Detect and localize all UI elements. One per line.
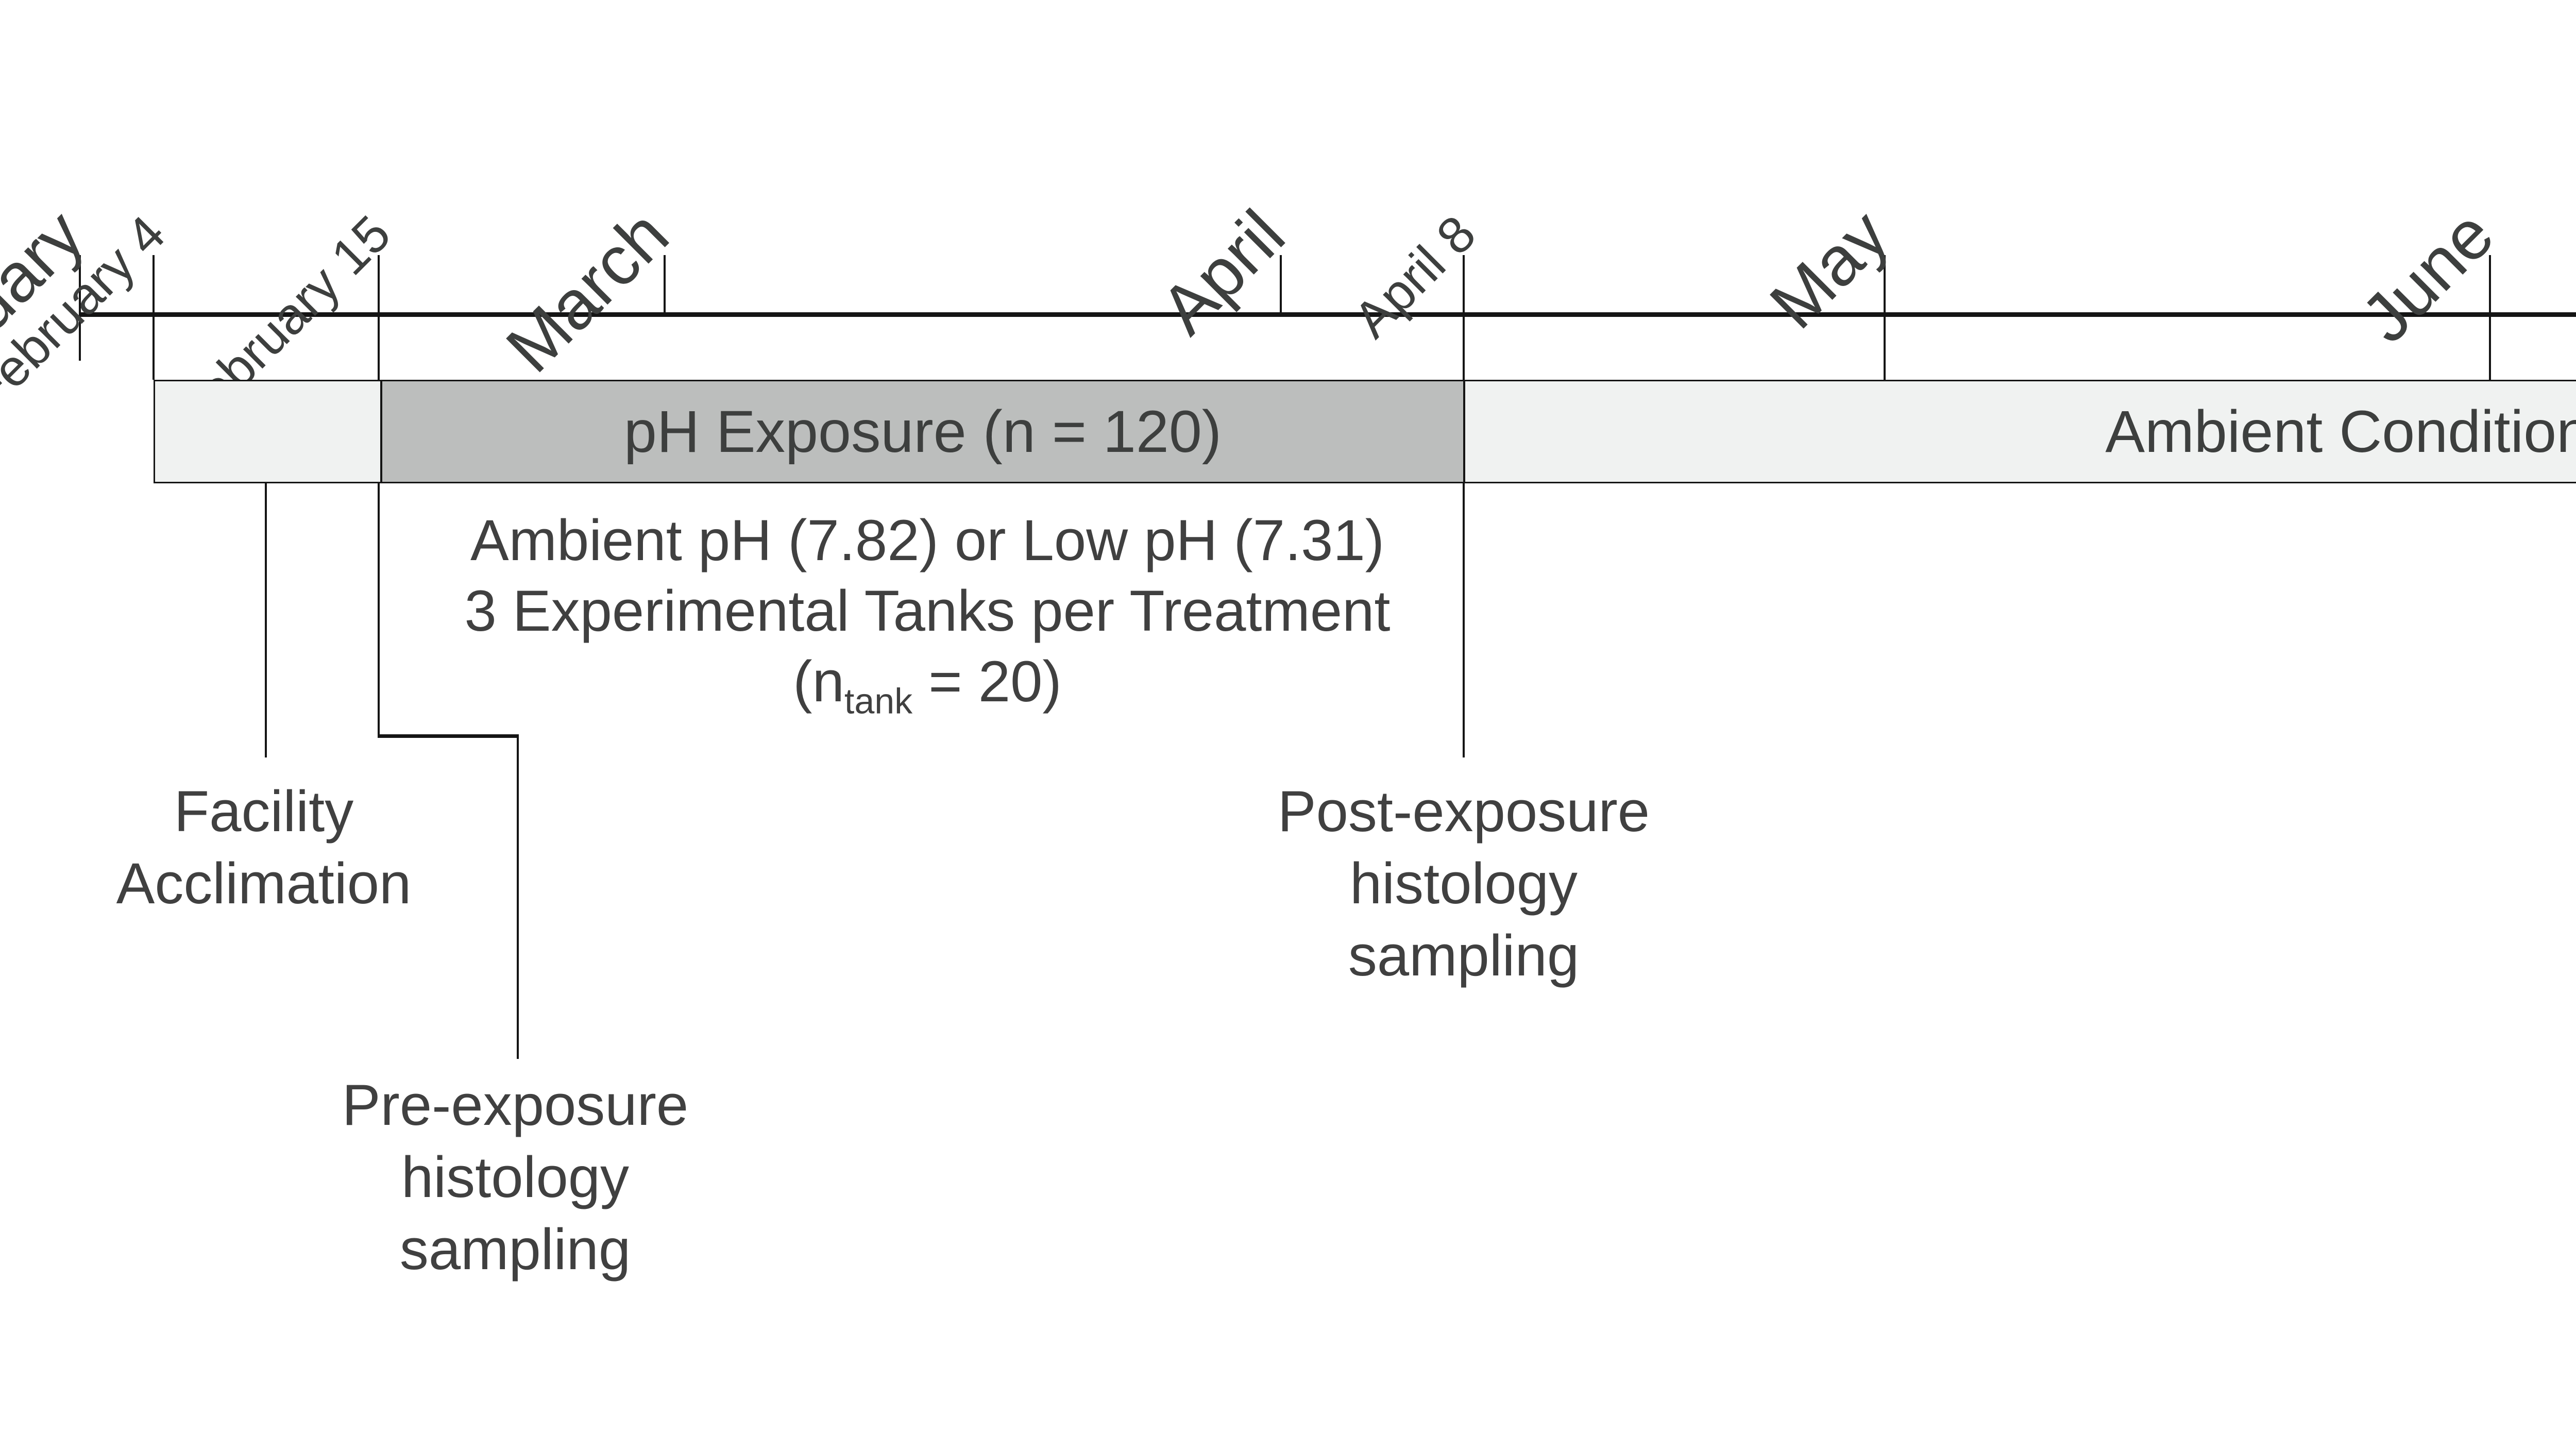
- post-exposure-histology-sampling-label: Post-exposure histology sampling: [1278, 776, 1650, 992]
- treatment-bar: pH Exposure (n = 120)Ambient Conditions: [154, 380, 2576, 483]
- pre-exposure-histology-sampling-line-1: [378, 483, 380, 736]
- post-exposure-histology-sampling-label-line: Post-exposure: [1277, 779, 1650, 844]
- pre-exposure-histology-sampling-label-line: Pre-exposure: [342, 1073, 689, 1137]
- facility-acclimation-label-line: Facility: [174, 779, 354, 844]
- pre-exposure-histology-sampling-line-2: [378, 734, 519, 738]
- pre-exposure-histology-sampling-line-3: [517, 736, 519, 1059]
- month-label-march: March: [491, 195, 683, 387]
- date-tick-february-15: [378, 255, 380, 380]
- date-tick-february-4: [152, 255, 155, 380]
- month-label-april: April: [1145, 195, 1299, 349]
- pre-exposure-histology-sampling-label: Pre-exposure histology sampling: [342, 1069, 688, 1286]
- annotation-ntank-open: (n: [793, 649, 844, 714]
- date-tick-april-8: [1463, 255, 1465, 380]
- pre-exposure-histology-sampling-label-line: histology: [401, 1145, 630, 1209]
- month-tick-march: [664, 255, 666, 317]
- post-exposure-histology-sampling-line-1: [1463, 483, 1465, 757]
- facility-acclimation-line-1: [265, 483, 267, 757]
- annotation-ntank-close: = 20): [912, 649, 1062, 714]
- post-exposure-histology-sampling-label-line: histology: [1349, 851, 1578, 916]
- annotation-line-2: 3 Experimental Tanks per Treatment: [464, 579, 1391, 643]
- bar-segment-ambient-temp-ph-0: [155, 381, 380, 482]
- pre-exposure-histology-sampling-label-line: sampling: [399, 1217, 631, 1282]
- month-label-june: June: [2346, 195, 2509, 357]
- post-exposure-histology-sampling-label-line: sampling: [1348, 923, 1580, 988]
- annotation-line-1: Ambient pH (7.82) or Low pH (7.31): [470, 508, 1385, 572]
- bar-segment-ph-exposure-n-120: pH Exposure (n = 120): [380, 381, 1463, 482]
- month-tick-june: [2489, 255, 2491, 380]
- month-tick-may: [1884, 255, 1886, 380]
- facility-acclimation-label-line: Acclimation: [116, 851, 412, 916]
- annotation-ntank-subscript: tank: [844, 681, 913, 721]
- timeline-axis: [79, 312, 2576, 317]
- bar-segment-ambient-conditions: Ambient Conditions: [1463, 381, 2576, 482]
- annotation-line-3: (ntank = 20): [464, 646, 1390, 719]
- month-tick-april: [1280, 255, 1282, 317]
- ph-treatment-annotation: Ambient pH (7.82) or Low pH (7.31) 3 Exp…: [464, 505, 1391, 719]
- month-label-may: May: [1755, 195, 1903, 344]
- month-tick-february: [79, 255, 81, 361]
